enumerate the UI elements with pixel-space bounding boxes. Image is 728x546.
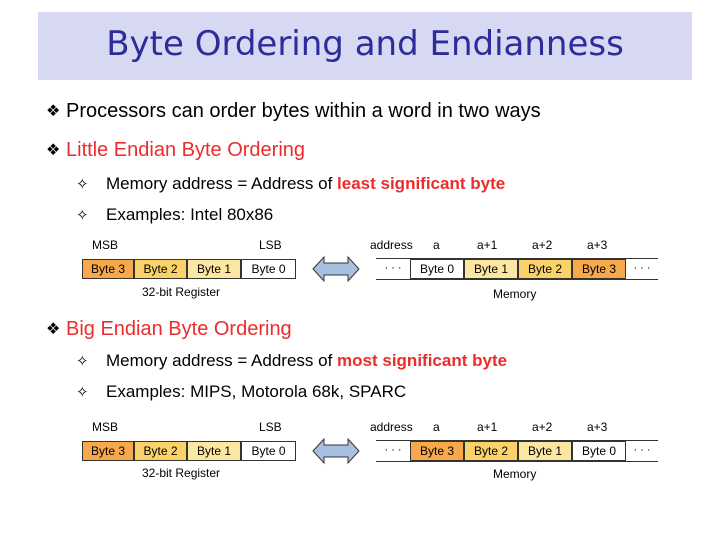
memory-ellipsis: · · · bbox=[633, 444, 651, 456]
address-label: address bbox=[370, 420, 413, 434]
double-arrow-icon bbox=[312, 255, 360, 283]
memory-cell: Byte 2 bbox=[464, 441, 518, 461]
memory-ellipsis: · · · bbox=[384, 262, 402, 274]
address-a3: a+3 bbox=[587, 420, 608, 434]
memory-cell: Byte 3 bbox=[410, 441, 464, 461]
msb-label: MSB bbox=[92, 238, 119, 252]
memory-top-line bbox=[376, 258, 658, 259]
memory-top-line bbox=[376, 440, 658, 441]
star-bullet-icon: ✧ bbox=[76, 176, 89, 193]
memory-cell: Byte 1 bbox=[464, 259, 518, 279]
register-caption: 32-bit Register bbox=[142, 466, 221, 480]
intro-text: Processors can order bytes within a word… bbox=[66, 100, 541, 122]
address-a2: a+2 bbox=[532, 420, 553, 434]
big-endian-diagram: MSB LSB Byte 3 Byte 2 Byte 1 Byte 0 32-b… bbox=[0, 418, 728, 488]
address-a3: a+3 bbox=[587, 238, 608, 252]
title-band bbox=[38, 12, 692, 80]
double-arrow-icon bbox=[312, 437, 360, 465]
register-cell: Byte 0 bbox=[241, 259, 296, 279]
memory-caption: Memory bbox=[493, 287, 537, 301]
intro-bullet: ❖ Processors can order bytes within a wor… bbox=[46, 98, 541, 125]
register-cell: Byte 1 bbox=[187, 259, 241, 279]
little-endian-diagram: MSB LSB Byte 3 Byte 2 Byte 1 Byte 0 32-b… bbox=[0, 236, 728, 306]
address-a1: a+1 bbox=[477, 420, 498, 434]
address-label: address bbox=[370, 238, 413, 252]
msb-label: MSB bbox=[92, 420, 119, 434]
memory-cell: Byte 0 bbox=[572, 441, 626, 461]
little-endian-heading: ❖Little Endian Byte Ordering bbox=[46, 137, 305, 164]
memory-caption: Memory bbox=[493, 467, 537, 481]
register-cell: Byte 3 bbox=[82, 259, 134, 279]
register-cell: Byte 1 bbox=[187, 441, 241, 461]
memory-bottom-line bbox=[376, 461, 658, 462]
address-a: a bbox=[433, 238, 440, 252]
big-endian-heading: ❖Big Endian Byte Ordering bbox=[46, 316, 292, 343]
register-cell: Byte 0 bbox=[241, 441, 296, 461]
slide-title: Byte Ordering and Endianness bbox=[106, 24, 624, 64]
address-a2: a+2 bbox=[532, 238, 553, 252]
register-cell: Byte 2 bbox=[134, 259, 187, 279]
register-caption: 32-bit Register bbox=[142, 285, 221, 299]
star-bullet-icon: ✧ bbox=[76, 353, 89, 370]
address-a: a bbox=[433, 420, 440, 434]
memory-ellipsis: · · · bbox=[384, 444, 402, 456]
diamond-bullet-icon: ❖ bbox=[46, 321, 61, 338]
lsb-label: LSB bbox=[259, 238, 282, 252]
memory-cell: Byte 2 bbox=[518, 259, 572, 279]
memory-bottom-line bbox=[376, 279, 658, 280]
diamond-bullet-icon: ❖ bbox=[46, 142, 61, 159]
memory-cell: Byte 0 bbox=[410, 259, 464, 279]
memory-ellipsis: · · · bbox=[633, 262, 651, 274]
big-endian-examples: ✧Examples: MIPS, Motorola 68k, SPARC bbox=[76, 381, 406, 404]
star-bullet-icon: ✧ bbox=[76, 384, 89, 401]
memory-cell: Byte 3 bbox=[572, 259, 626, 279]
address-a1: a+1 bbox=[477, 238, 498, 252]
diamond-bullet-icon: ❖ bbox=[46, 103, 61, 120]
memory-cell: Byte 1 bbox=[518, 441, 572, 461]
lsb-label: LSB bbox=[259, 420, 282, 434]
star-bullet-icon: ✧ bbox=[76, 207, 89, 224]
register-cell: Byte 3 bbox=[82, 441, 134, 461]
register-cell: Byte 2 bbox=[134, 441, 187, 461]
little-endian-rule: ✧Memory address = Address of least signi… bbox=[76, 173, 505, 196]
little-endian-examples: ✧Examples: Intel 80x86 bbox=[76, 204, 273, 227]
big-endian-rule: ✧Memory address = Address of most signif… bbox=[76, 350, 507, 373]
